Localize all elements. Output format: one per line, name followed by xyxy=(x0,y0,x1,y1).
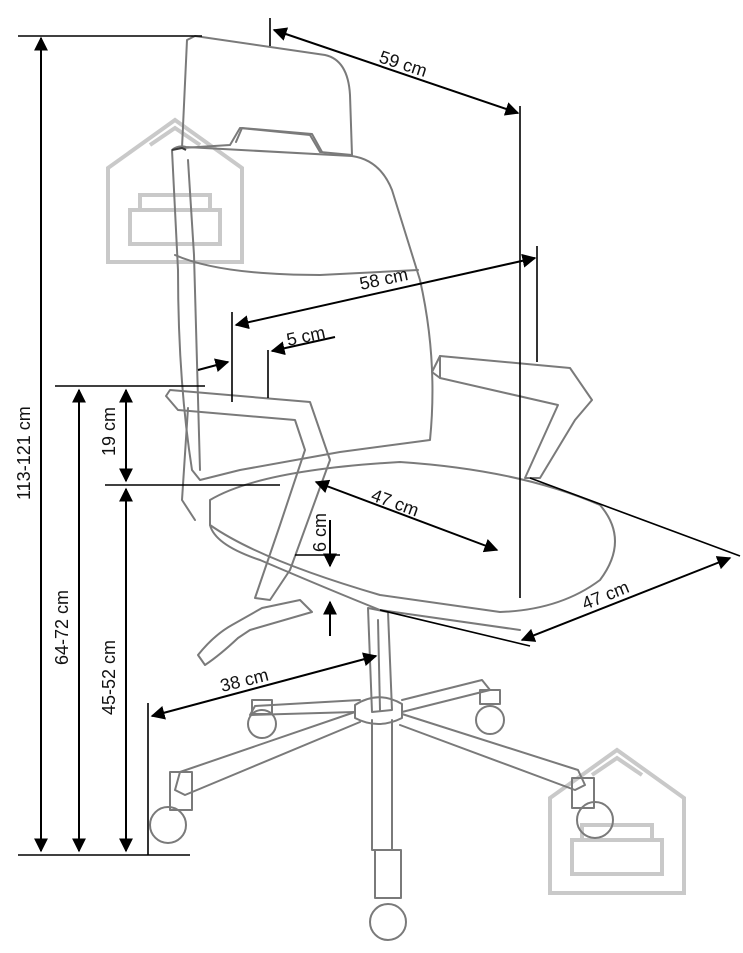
label-top-depth: 59 cm xyxy=(377,47,430,81)
dimension-arrows xyxy=(34,27,732,853)
dim-arrow-seat-width xyxy=(520,556,732,642)
label-armrest-height: 19 cm xyxy=(99,407,119,456)
dimension-labels: 59 cm 58 cm 5 cm 47 cm 47 cm 6 cm 38 cm … xyxy=(14,47,632,715)
seat-cushion xyxy=(209,461,616,613)
label-armrest-width: 5 cm xyxy=(285,322,327,350)
left-armrest xyxy=(165,389,331,601)
dim-arrow-top-depth xyxy=(272,27,520,116)
backrest xyxy=(171,145,434,481)
dim-arrow-base-radius xyxy=(150,652,378,720)
label-seat-thickness: 6 cm xyxy=(310,513,330,552)
label-back-width: 58 cm xyxy=(358,264,410,294)
label-seat-width: 47 cm xyxy=(579,577,632,614)
tilt-lever xyxy=(197,599,313,666)
casters xyxy=(149,689,614,941)
right-armrest xyxy=(439,355,593,479)
headrest xyxy=(181,35,353,156)
label-total-height: 113-121 cm xyxy=(14,406,34,500)
label-seat-height: 45-52 cm xyxy=(99,640,119,715)
dim-arrow-back-width xyxy=(234,253,537,330)
label-seat-depth: 47 cm xyxy=(369,485,422,521)
label-armrest-floor-height: 64-72 cm xyxy=(52,590,72,665)
extension-lines xyxy=(18,18,741,856)
dim-arrow-seat-depth xyxy=(314,479,499,553)
chair-drawing xyxy=(149,35,616,941)
dim-arrow-armrest-width xyxy=(197,358,230,373)
watermark-logo-bottom xyxy=(548,747,686,895)
